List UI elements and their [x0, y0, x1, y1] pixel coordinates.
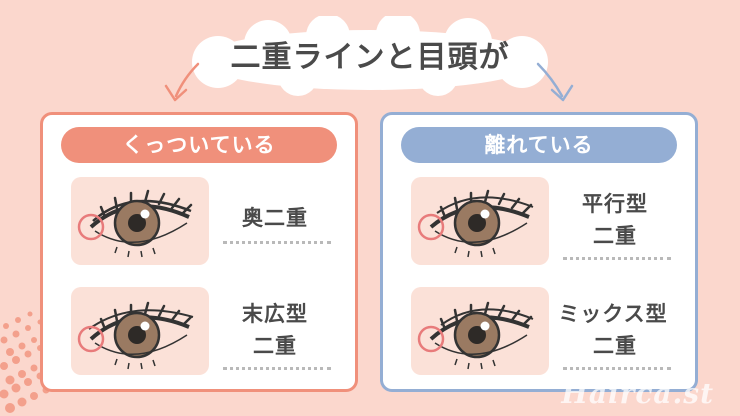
eye-illustration-icon: [71, 177, 209, 265]
dotted-underline: [563, 257, 671, 260]
panel-header-attached: くっついている: [61, 127, 337, 163]
dotted-underline: [223, 367, 331, 370]
page-title: 二重ラインと目頭が: [230, 40, 510, 75]
separated-panel: 離れている 平行型 二重: [380, 112, 698, 392]
eye-illustration-icon: [71, 287, 209, 375]
dotted-underline: [563, 367, 671, 370]
panel-header-separated: 離れている: [401, 127, 677, 163]
type-label-line1: ミックス型: [558, 302, 668, 326]
dotted-underline: [223, 241, 331, 244]
watermark-logo: Hairca.st: [561, 377, 714, 410]
type-label-line2: 二重: [593, 224, 637, 248]
eye-illustration-icon: [411, 287, 549, 375]
type-label-line1: 奥二重: [242, 206, 308, 230]
attached-panel: くっついている 奥二重: [40, 112, 358, 392]
type-label-line2: 二重: [593, 334, 637, 358]
type-label-line2: 二重: [253, 334, 297, 358]
eye-illustration-icon: [411, 177, 549, 265]
title-cloud: [192, 16, 548, 96]
type-label-line1: 末広型: [242, 302, 308, 326]
type-label-line1: 平行型: [582, 192, 648, 216]
